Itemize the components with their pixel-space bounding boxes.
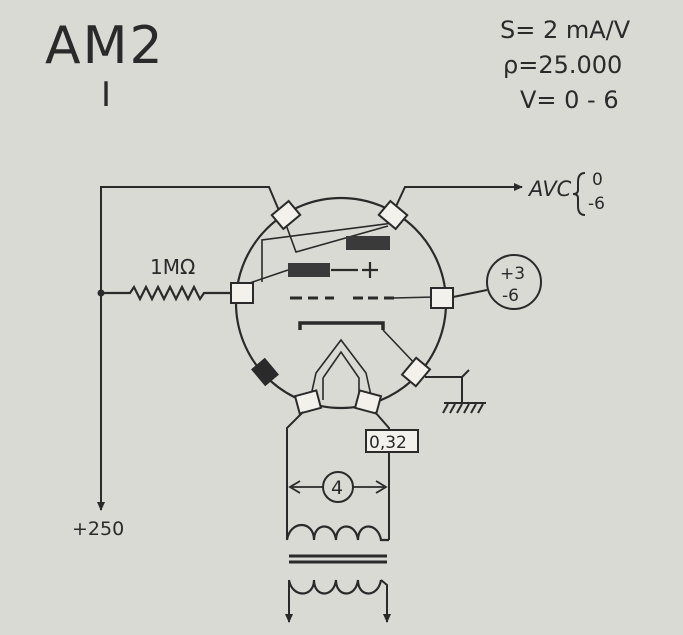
heater-lead-right: [374, 411, 390, 540]
heater-voltage-box: [365, 429, 419, 453]
current-dimension-arrows: [288, 480, 388, 494]
spec-bias-range: V= 0 - 6: [520, 86, 619, 114]
heater-current: 4: [331, 477, 343, 499]
bias-circle: [486, 254, 542, 310]
pin-right: [430, 287, 454, 309]
filament: [309, 338, 373, 401]
pin-top-right: [377, 199, 409, 231]
tube-index: I: [101, 75, 111, 115]
avc-label: AVC: [527, 177, 572, 201]
spec-internal-resistance: ρ=25.000: [503, 51, 622, 79]
pin-bottom-right-center: [353, 389, 383, 415]
transformer-secondary: [287, 579, 383, 595]
avc-brace: [572, 172, 586, 216]
triode-plate: [288, 263, 330, 277]
heater-voltage: 0,32: [369, 433, 407, 453]
pin-bottom-right: [400, 356, 432, 388]
plus-terminal: [331, 262, 378, 278]
avc-value-top: 0: [592, 170, 603, 190]
diode-plate: [346, 236, 390, 250]
cathode: [298, 321, 385, 330]
ground-icon: [442, 369, 486, 414]
supply-label: +250: [72, 518, 124, 540]
internal-wire-a: [284, 221, 389, 253]
avc-wire: [391, 183, 523, 216]
spec-transconductance: S= 2 mA/V: [500, 16, 631, 44]
resistor-symbol: [101, 284, 232, 302]
pin-top-left: [270, 199, 302, 231]
bias-value-bottom: -6: [502, 286, 519, 306]
ground-wire: [425, 376, 463, 403]
pin-bottom-left-center: [293, 389, 323, 415]
current-circle: [322, 471, 354, 503]
transformer-primary: [285, 524, 389, 542]
bias-wire: [452, 289, 488, 298]
avc-value-bottom: -6: [588, 194, 605, 214]
heater-lead-left: [286, 411, 304, 540]
tube-title: AM2: [45, 16, 165, 76]
grid-lead: [393, 296, 435, 299]
secondary-output-right: [380, 579, 391, 623]
resistor-label: 1MΩ: [150, 255, 195, 279]
bias-value-top: +3: [500, 264, 525, 284]
anode-supply-wire: [100, 186, 281, 505]
internal-wire-b: [261, 222, 394, 282]
tube-pins: [230, 199, 454, 415]
pin-left: [230, 282, 254, 304]
pin-key: [251, 357, 279, 387]
